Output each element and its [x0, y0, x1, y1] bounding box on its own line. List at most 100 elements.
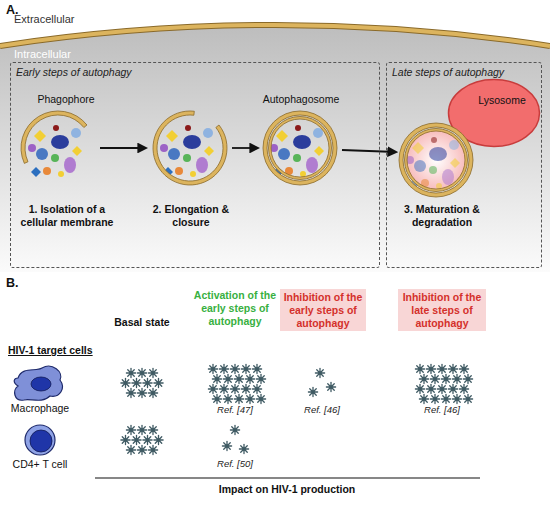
virion: [126, 445, 135, 454]
virion: [132, 378, 141, 387]
reference: Ref. [47]: [195, 404, 275, 416]
virion: [426, 384, 435, 393]
cell-label: CD4+ T cell: [0, 458, 80, 471]
virion: [208, 384, 217, 393]
virion: [234, 394, 243, 403]
reference: Ref. [46]: [282, 404, 362, 416]
virion: [326, 382, 335, 391]
virion: [234, 374, 243, 383]
virion: [143, 378, 152, 387]
virion: [241, 364, 250, 373]
stage-panel: Late steps of autophagy 3. Maturation & d…: [386, 62, 542, 268]
stage-label: Phagophore: [16, 93, 116, 106]
stage-panel: Early steps of autophagyPhagophore 1. Iso…: [10, 62, 380, 268]
virion: [437, 364, 446, 373]
membrane: [21, 111, 87, 163]
virion: [415, 364, 424, 373]
virion: [241, 384, 250, 393]
step-label: 3. Maturation & degradation: [387, 203, 497, 229]
virion: [132, 435, 141, 444]
membrane: [399, 123, 473, 197]
virion: [441, 374, 450, 383]
step-label: 2. Elongation & closure: [152, 203, 230, 229]
cargo: [160, 125, 214, 177]
virion: [441, 394, 450, 403]
virion: [154, 378, 163, 387]
membrane: [269, 117, 332, 180]
virion: [137, 388, 146, 397]
virion: [148, 445, 157, 454]
virion: [419, 394, 428, 403]
virion: [239, 444, 248, 453]
panel-letter: B.: [6, 276, 36, 291]
virion: [230, 384, 239, 393]
virion: [143, 435, 152, 444]
condition-header: Inhibition of the early steps of autopha…: [280, 289, 366, 331]
virion: [415, 384, 424, 393]
membrane: [153, 111, 227, 185]
virion: [252, 364, 261, 373]
reference: Ref. [50]: [195, 458, 275, 470]
virion: [463, 394, 472, 403]
virion: [148, 368, 157, 377]
virion: [208, 364, 217, 373]
t-cell-icon: [25, 425, 55, 455]
stage-label: Autophagosome: [251, 93, 351, 106]
membrane: [405, 129, 468, 192]
axis-caption: Impact on HIV-1 production: [187, 483, 387, 496]
virion: [148, 425, 157, 434]
cargo: [28, 125, 82, 177]
virion: [223, 394, 232, 403]
process-arrow: [100, 147, 146, 149]
virion: [148, 388, 157, 397]
virion: [256, 374, 265, 383]
virion: [448, 364, 457, 373]
virion: [459, 384, 468, 393]
cytoplasm: [0, 25, 550, 272]
virion: [222, 441, 231, 450]
compartment-label: Extracellular: [14, 13, 134, 26]
nucleus: [31, 377, 51, 391]
macrophage-icon: [14, 366, 62, 400]
panel-title: Late steps of autophagy: [392, 66, 542, 79]
virion: [448, 384, 457, 393]
condition-header: Inhibition of the late steps of autophag…: [398, 289, 486, 331]
virion: [219, 384, 228, 393]
virion: [252, 384, 261, 393]
virion: [419, 374, 428, 383]
virion: [219, 364, 228, 373]
virion: [137, 368, 146, 377]
lysosome: Lysosome: [447, 78, 541, 148]
virion: [437, 384, 446, 393]
process-arrow: [232, 147, 258, 149]
virion: [463, 374, 472, 383]
compartment-label: Intracellular: [14, 48, 134, 61]
organelle-label: Lysosome: [463, 94, 541, 107]
virion: [223, 374, 232, 383]
virion: [245, 394, 254, 403]
condition-heading: Basal state: [102, 316, 182, 329]
virion: [126, 425, 135, 434]
virion: [230, 364, 239, 373]
virion: [430, 394, 439, 403]
reference: Ref. [46]: [402, 404, 482, 416]
virion: [452, 374, 461, 383]
virion: [459, 364, 468, 373]
virion: [137, 425, 146, 434]
virion: [121, 435, 130, 444]
cell-label: Macrophage: [0, 402, 80, 415]
virion: [256, 394, 265, 403]
virion: [308, 387, 317, 396]
axis-line: [95, 477, 480, 478]
condition-heading: Inhibition of the early steps of autopha…: [280, 291, 366, 329]
step-label: 1. Isolation of a cellular membrane: [11, 203, 123, 229]
lysosome-outline: [449, 80, 540, 147]
virion: [212, 374, 221, 383]
virion: [121, 378, 130, 387]
nucleus: [30, 430, 52, 452]
virion: [154, 435, 163, 444]
virion: [126, 388, 135, 397]
cargo: [406, 137, 460, 189]
panel-title: Early steps of autophagy: [16, 66, 216, 79]
